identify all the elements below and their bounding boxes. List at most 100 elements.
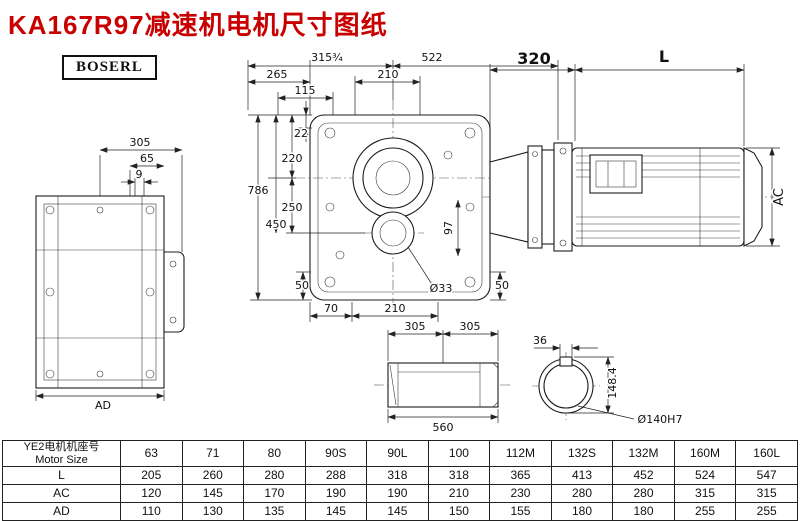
- dim-560: 560: [433, 421, 454, 434]
- dim-65: 65: [140, 152, 154, 165]
- table-cell: 190: [304, 484, 368, 504]
- fan-cover: [743, 147, 763, 247]
- dim-305-side: 305: [130, 136, 151, 149]
- shaft-end-dimensions: 36 148.4 Ø140H7: [532, 333, 684, 428]
- dim-450: 450: [266, 218, 287, 231]
- table-cell: 547: [735, 466, 798, 486]
- dim-diameter-140H7: Ø140H7: [638, 413, 683, 426]
- dim-97: 97: [442, 221, 455, 235]
- terminal-box: [589, 154, 643, 194]
- col-header: 90S: [304, 439, 368, 468]
- table-cell: 315: [735, 484, 798, 504]
- dim-AD: AD: [95, 399, 111, 412]
- col-header: 160M: [673, 439, 737, 468]
- page-title: KA167R97减速机电机尺寸图纸: [8, 10, 388, 40]
- col-header: 71: [181, 439, 245, 468]
- dim-50-right: 50: [495, 279, 509, 292]
- table-row-L: L 205 260 280 288 318 318 365 413 452 52…: [2, 466, 798, 486]
- dim-210-top: 210: [378, 68, 399, 81]
- table-header-row: YE2电机机座号 Motor Size 63 71 80 90S 90L 100…: [2, 439, 798, 468]
- table-cell: 288: [304, 466, 368, 486]
- table-cell: 135: [243, 502, 306, 521]
- table-cell: 130: [181, 502, 245, 521]
- dim-148-4: 148.4: [606, 367, 619, 399]
- table-cell: 145: [181, 484, 245, 504]
- table-row-AD: AD 110 130 135 145 145 150 155 180 180 2…: [2, 502, 798, 521]
- table-cell: 210: [427, 484, 491, 504]
- table-cell: 155: [489, 502, 552, 521]
- table-cell: 110: [120, 502, 183, 521]
- table-cell: 255: [735, 502, 798, 521]
- dim-305-a: 305: [405, 320, 426, 333]
- table-cell: 180: [612, 502, 675, 521]
- row-label: AC: [2, 484, 121, 504]
- motor-view: [482, 142, 780, 252]
- table-cell: 150: [427, 502, 491, 521]
- dim-9: 9: [136, 168, 143, 181]
- table-cell: 260: [181, 466, 245, 486]
- row-label: L: [2, 466, 121, 486]
- table-row-AC: AC 120 145 170 190 190 210 230 280 280 3…: [2, 484, 798, 504]
- dim-250: 250: [282, 201, 303, 214]
- table-cell: 315: [673, 484, 737, 504]
- table-cell: 255: [673, 502, 737, 521]
- table-cell: 205: [120, 466, 183, 486]
- dim-522: 522: [422, 51, 443, 64]
- front-view-dimensions: 315¾ 522 265 210 115 786 450 250 220: [246, 50, 559, 322]
- left-side-view: [35, 195, 185, 389]
- table-header-cn: YE2电机机座号: [23, 441, 100, 453]
- table-cell: 190: [366, 484, 429, 504]
- dim-AC: AC: [772, 188, 787, 206]
- front-view: [295, 100, 505, 315]
- table-cell: 280: [243, 466, 306, 486]
- dim-70: 70: [324, 302, 338, 315]
- col-header: 132M: [612, 439, 675, 468]
- motor-dimensions: 320 L AC: [489, 46, 789, 247]
- dim-50-left: 50: [295, 279, 309, 292]
- motor-size-table: YE2电机机座号 Motor Size 63 71 80 90S 90L 100…: [2, 439, 798, 521]
- col-header: 90L: [366, 439, 429, 468]
- dim-L: L: [659, 47, 669, 66]
- dim-305-b: 305: [460, 320, 481, 333]
- table-cell: 170: [243, 484, 306, 504]
- col-header: 132S: [550, 439, 614, 468]
- dim-320: 320: [517, 49, 550, 68]
- table-cell: 120: [120, 484, 183, 504]
- table-header-en: Motor Size: [35, 453, 88, 466]
- table-corner-cell: YE2电机机座号 Motor Size: [2, 439, 121, 468]
- dim-220: 220: [282, 152, 303, 165]
- col-header: 63: [120, 439, 183, 468]
- table-cell: 280: [550, 484, 614, 504]
- table-cell: 280: [612, 484, 675, 504]
- table-cell: 413: [550, 466, 614, 486]
- dim-210-bottom: 210: [385, 302, 406, 315]
- dim-22: 22: [294, 127, 308, 140]
- row-label: AD: [2, 502, 121, 521]
- table-cell: 180: [550, 502, 614, 521]
- dim-265: 265: [267, 68, 288, 81]
- table-cell: 145: [304, 502, 368, 521]
- table-cell: 318: [366, 466, 429, 486]
- col-header: 112M: [489, 439, 552, 468]
- table-cell: 318: [427, 466, 491, 486]
- table-cell: 145: [366, 502, 429, 521]
- table-cell: 230: [489, 484, 552, 504]
- col-header: 80: [243, 439, 306, 468]
- col-header: 100: [427, 439, 491, 468]
- table-cell: 365: [489, 466, 552, 486]
- table-cell: 452: [612, 466, 675, 486]
- dim-115: 115: [295, 84, 316, 97]
- shaft-end-view: [532, 352, 600, 420]
- table-cell: 524: [673, 466, 737, 486]
- brand-logo: BOSERL: [62, 55, 157, 80]
- technical-drawing: 305 65 9 AD: [35, 46, 789, 436]
- dim-786: 786: [248, 184, 269, 197]
- dim-diameter-33: Ø33: [430, 282, 453, 295]
- left-view-dimensions: 305 65 9 AD: [35, 135, 183, 414]
- output-shaft-dimensions: 305 305 560: [387, 319, 499, 436]
- col-header: 160L: [735, 439, 798, 468]
- output-shaft-view: [374, 362, 512, 408]
- keyway: [559, 356, 573, 367]
- dim-315: 315¾: [311, 51, 343, 64]
